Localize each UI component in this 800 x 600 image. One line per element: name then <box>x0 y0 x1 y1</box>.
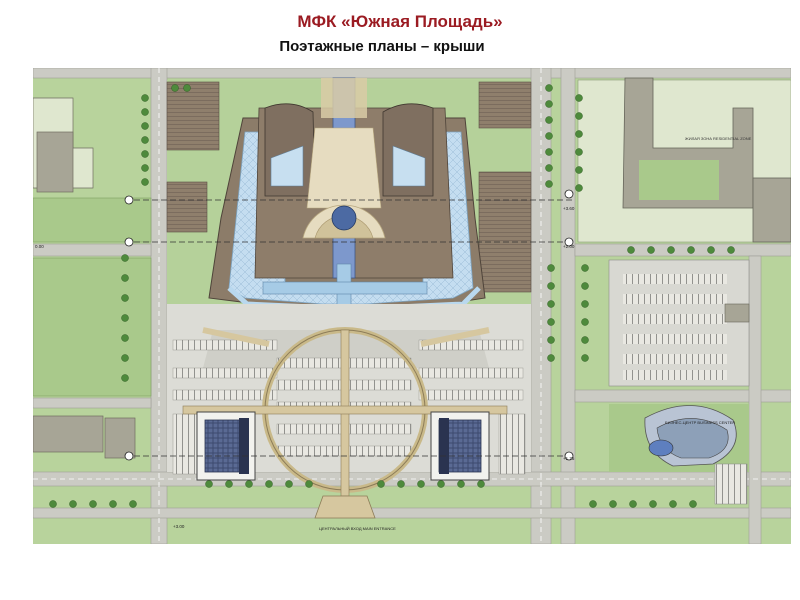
left-pavilion <box>196 411 256 481</box>
section-markers <box>124 189 574 461</box>
residential-right <box>577 77 791 243</box>
level-mark-bottom: +3.00 <box>173 524 185 529</box>
level-mark-left: 0.00 <box>35 244 44 249</box>
bottom-right-parking <box>714 463 748 505</box>
right-pavilion <box>430 411 490 481</box>
entrance-label: ЦЕНТРАЛЬНЫЙ ВХОД MAIN ENTRANCE <box>319 526 396 531</box>
residential-right-label: ЖИЛАЯ ЗОНА RESIDENTIAL ZONE <box>685 136 752 141</box>
lane-markings <box>33 68 791 544</box>
mall-roof <box>166 77 532 337</box>
business-center <box>609 404 749 472</box>
business-center-label: БИЗНЕС-ЦЕНТР BUSINESS CENTER <box>665 420 735 425</box>
main-entrance-ramp <box>314 495 376 519</box>
page-title: МФК «Южная Площадь» <box>297 12 503 31</box>
level-mark-right-1: +2.00 <box>563 244 575 249</box>
level-mark-top: +3.60 <box>563 206 575 211</box>
trees <box>49 84 735 508</box>
site-plan: ЖИЛАЯ ЗОНА RESIDENTIAL ZONE ЖИЛАЯ ЗОНА R… <box>33 68 791 544</box>
page-subtitle: Поэтажные планы – крыши <box>279 38 485 55</box>
section-lines <box>125 199 573 457</box>
level-mark-right-2: +1.75 <box>563 456 575 461</box>
right-parking <box>608 259 750 387</box>
